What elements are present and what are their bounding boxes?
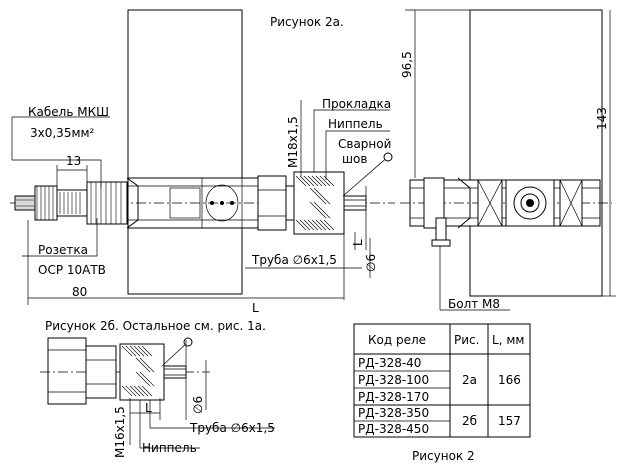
weld-label-line2: шов (342, 152, 367, 166)
dim-80: 80 (72, 285, 87, 299)
dim-m16: М16х1,5 (113, 406, 127, 458)
bolt-m8 (431, 239, 451, 247)
gasket-label: Прокладка (322, 97, 391, 111)
hex-fitting (257, 175, 287, 231)
housing-plate (127, 9, 243, 295)
dim-phi6-bottom: ∅6 (191, 396, 205, 414)
dim-m18: М18х1,5 (286, 116, 300, 168)
table-code-row: РД-328-170 (358, 390, 429, 404)
bolt-label: Болт М8 (448, 297, 500, 311)
dim-l-main: L (252, 301, 259, 315)
dim-l-top: L (351, 239, 365, 246)
table-group1-l: 166 (498, 373, 521, 387)
cable-label-line2: 3х0,35мм² (30, 126, 95, 140)
table-code-row: РД-328-450 (358, 422, 429, 436)
dim-96-5: 96,5 (400, 51, 414, 78)
fig2a-title: Рисунок 2а. (270, 15, 344, 29)
nipple-label-bottom: Ниппель (142, 441, 197, 455)
cable (14, 195, 36, 211)
dim-phi6-top: ∅6 (364, 254, 378, 272)
table-code-row: РД-328-40 (358, 356, 421, 370)
table-header-l: L, мм (492, 333, 524, 347)
table-header-code: Код реле (368, 333, 426, 347)
dim-l-bottom: L (145, 401, 152, 415)
fig2b-title: Рисунок 2б. Остальное см. рис. 1а. (45, 319, 266, 333)
socket-connector (34, 185, 58, 221)
pipe-label-top: Труба ∅6х1,5 (251, 253, 337, 267)
fig2b-housing (47, 337, 87, 405)
side-housing-plate (469, 9, 603, 297)
socket-label-line2: ОСР 10АТВ (38, 263, 106, 277)
table-group2-fig: 2б (462, 414, 477, 428)
fig2a-front-view (10, 9, 395, 305)
relay-table: Код реле Рис. L, мм РД-328-40 РД-328-100… (353, 323, 531, 438)
pipe-label-bottom: Труба ∅6х1,5 (189, 421, 275, 435)
dim-13: 13 (66, 154, 81, 168)
fig2b-nipple-section (119, 343, 165, 401)
table-code-row: РД-328-100 (358, 373, 429, 387)
weld-label-line1: Сварной (338, 137, 391, 151)
nipple-label-top: Ниппель (328, 117, 383, 131)
fig2b-view (40, 337, 275, 449)
cable-label-line1: Кабель МКШ (28, 105, 109, 119)
dim-143: 143 (595, 107, 609, 130)
table-group1-fig: 2а (462, 373, 477, 387)
fig2-caption: Рисунок 2 (412, 449, 475, 463)
table-code-row: РД-328-350 (358, 406, 429, 420)
socket-label-line1: Розетка (38, 243, 88, 257)
table-header-fig: Рис. (454, 333, 479, 347)
table-group2-l: 157 (498, 414, 521, 428)
fig2-side-view (400, 9, 616, 311)
